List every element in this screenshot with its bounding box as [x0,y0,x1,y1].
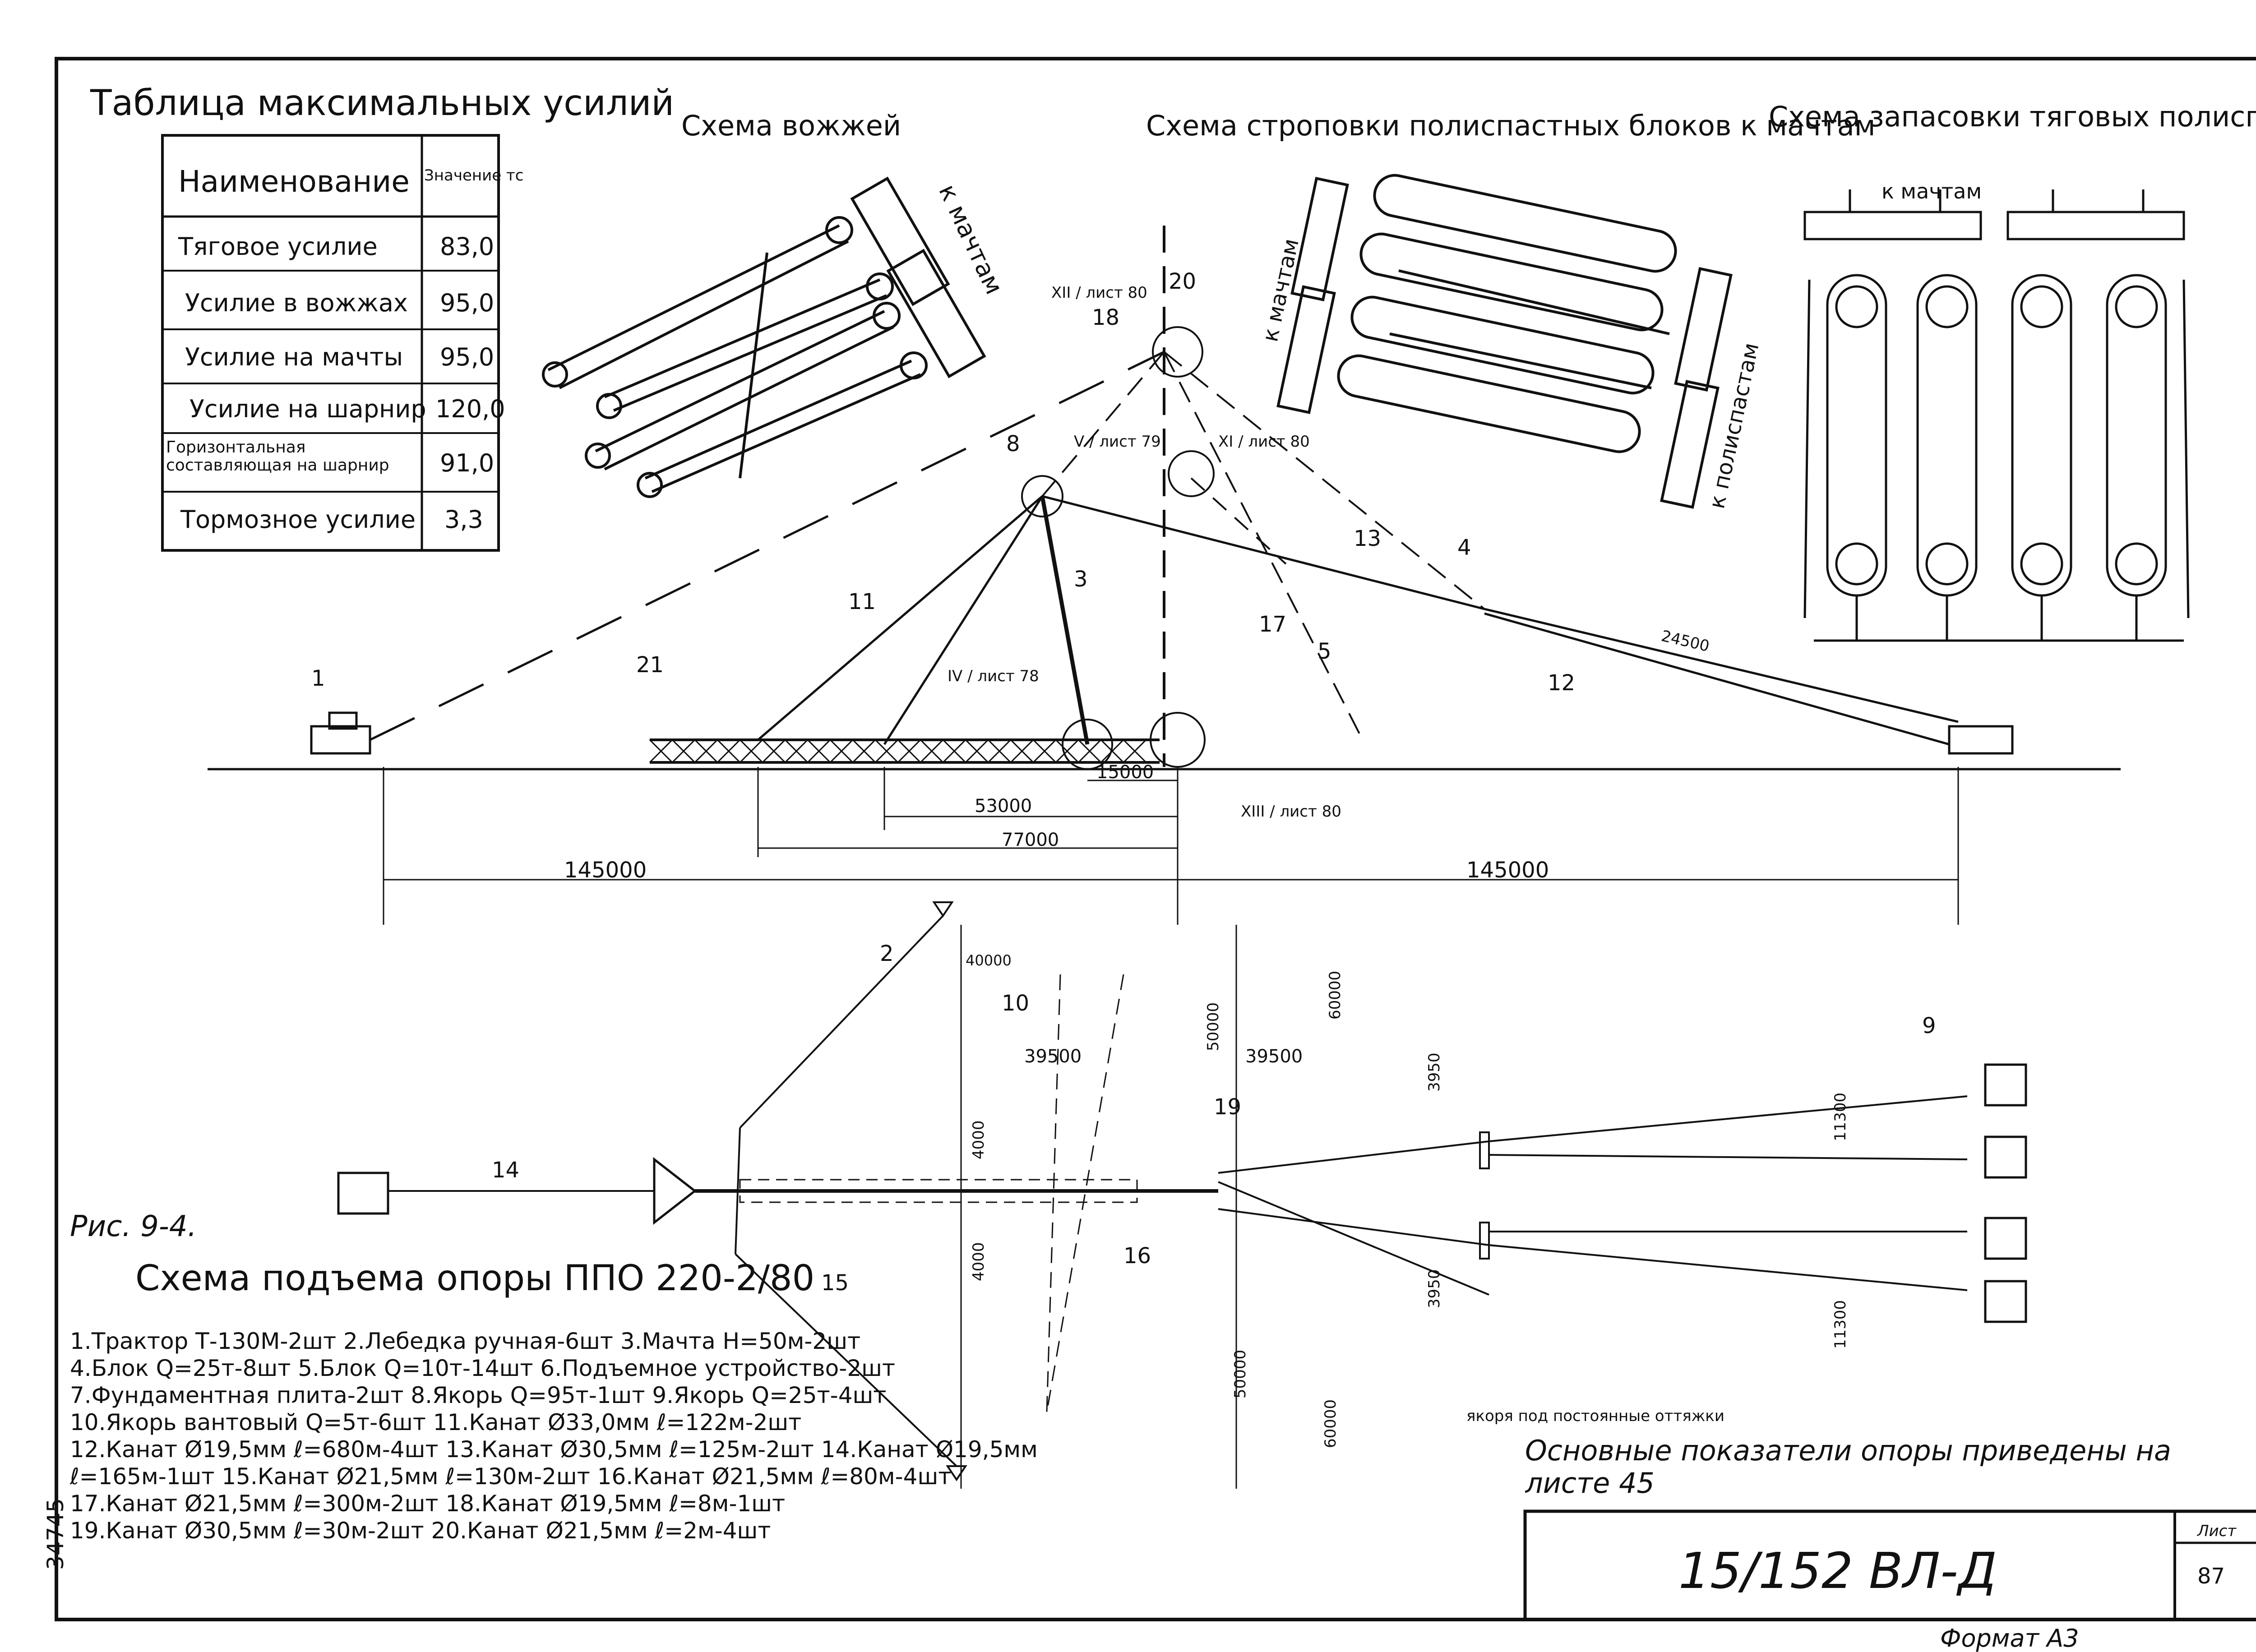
table-header-name: Наименование [178,164,410,199]
callout: 12 [1548,670,1575,696]
table-row-value: 83,0 [440,232,494,261]
dim-53000: 53000 [975,796,1032,817]
to-masts-label-2: к мачтам [1257,236,1304,344]
callout: 20 [1169,269,1196,294]
callout: 8 [1006,431,1020,457]
dim-3950-b: 3950 [1425,1269,1443,1308]
reference-note: Основные показатели опоры приведены на л… [1525,1435,2172,1500]
table-row-value: 95,0 [440,343,494,371]
dim-11300-a: 11300 [1831,1093,1849,1141]
legend-line: 19.Канат Ø30,5мм ℓ=30м-2шт 20.Канат Ø21,… [70,1518,771,1544]
legend-line: 1.Трактор Т-130М-2шт 2.Лебедка ручная-6ш… [70,1328,860,1354]
callout: 21 [636,652,664,678]
callout: 10 [1002,991,1029,1016]
ref-xiii: XIII / лист 80 [1241,803,1341,821]
to-pulley-label: к полиспастам [1704,341,1764,511]
ref-xi: XI / лист 80 [1218,433,1310,451]
callout: 13 [1354,526,1381,551]
sheet-format: Формат А3 [1940,1624,2079,1652]
dim-50000-a: 50000 [1204,1002,1222,1051]
dim-4000-b: 4000 [970,1242,988,1281]
title-block: 15/152 ВЛ-Д Лист 87 [1523,1509,2256,1621]
legend-line: ℓ=165м-1шт 15.Канат Ø21,5мм ℓ=130м-2шт 1… [69,1463,951,1490]
dim-145000-right: 145000 [1466,858,1549,883]
callouts: 1 2 3 4 5 8 9 10 11 12 13 14 15 16 17 18… [311,269,1936,1296]
anchors-note: якоря под постоянные оттяжки [1466,1407,1724,1425]
dim-77000: 77000 [1002,830,1059,850]
drawing-code: 15/152 ВЛ-Д [1678,1542,1997,1600]
callout: 11 [848,589,876,614]
to-masts-label-3: к мачтам [1882,179,1982,203]
figure-caption: Рис. 9-4. [70,1210,197,1243]
reeving-scheme-title: Схема запасовки тяговых полиспастов [1769,100,2256,133]
callout: 1 [311,666,325,691]
table-row-value: 3,3 [444,505,483,534]
table-header-value: Значение тс [424,166,523,185]
table-row-value: 120,0 [435,395,505,423]
sheet-number: 87 [2197,1564,2225,1589]
archive-number: 34745 [42,1498,69,1570]
reins-scheme-title: Схема вожжей [681,109,901,142]
legend-line: 12.Канат Ø19,5мм ℓ=680м-4шт 13.Канат Ø30… [70,1436,1038,1463]
reins-scheme [542,176,986,498]
plan-view [337,901,2027,1489]
ref-xii: XII / лист 80 [1051,284,1147,302]
dim-3950-a: 3950 [1425,1052,1443,1092]
dim-24500: 24500 [1660,627,1711,655]
dim-60000-a: 60000 [1326,971,1344,1020]
callout: 17 [1259,612,1286,637]
dim-11300-b: 11300 [1831,1300,1849,1349]
sheet-frame [55,57,2256,1621]
dim-15000: 15000 [1096,762,1154,783]
dim-50000-b: 50000 [1231,1350,1249,1398]
ref-iv: IV / лист 78 [948,667,1039,685]
sheet-label: Лист [2196,1522,2237,1540]
legend-line: 17.Канат Ø21,5мм ℓ=300м-2шт 18.Канат Ø19… [70,1490,785,1517]
callout: 18 [1092,305,1119,330]
dim-39500-right: 39500 [1245,1046,1303,1067]
elevation-view [208,226,2121,925]
callout: 14 [492,1158,519,1183]
table-row-value: 91,0 [440,449,494,477]
callout: 3 [1074,567,1088,592]
to-masts-label: к мачтам [933,180,1008,299]
rigging-scheme [1276,174,1733,509]
table-row-name: Тяговое усилие [178,232,378,261]
legend: 1.Трактор Т-130М-2шт 2.Лебедка ручная-6ш… [69,1328,1038,1544]
table-row-name: Усилие на мачты [185,343,403,371]
dim-39500-left: 39500 [1024,1046,1082,1067]
callout: 19 [1214,1094,1241,1120]
rigging-scheme-title: Схема строповки полиспастных блоков к ма… [1146,109,1876,142]
ref-v: V / лист 79 [1074,433,1161,451]
forces-table: Таблица максимальных усилий Наименование… [90,83,674,552]
callout: 5 [1318,639,1331,664]
forces-table-title: Таблица максимальных усилий [90,83,674,124]
callout: 16 [1123,1243,1151,1269]
reeving-scheme [1803,189,2190,642]
legend-line: 7.Фундаментная плита-2шт 8.Якорь Q=95т-1… [70,1382,886,1408]
table-row-value: 95,0 [440,289,494,317]
dim-60000-b: 60000 [1322,1399,1340,1448]
dim-4000-a: 4000 [970,1120,988,1159]
table-row-name: Усилие в вожжах [185,289,408,317]
table-row-name: Тормозное усилие [180,505,416,534]
main-title: Схема подъема опоры ППО 220-2/80 [135,1258,814,1299]
callout: 4 [1457,535,1471,560]
callout: 15 [821,1270,849,1296]
dim-145000-left: 145000 [564,858,647,883]
legend-line: 4.Блок Q=25т-8шт 5.Блок Q=10т-14шт 6.Под… [70,1355,895,1381]
table-row-name: Горизонтальная составляющая на шарнир [166,438,389,475]
callout: 9 [1922,1013,1936,1038]
callout: 2 [880,941,894,966]
legend-line: 10.Якорь вантовый Q=5т-6шт 11.Канат Ø33,… [70,1409,801,1435]
dim-40000: 40000 [966,952,1012,969]
table-row-name: Усилие на шарнир [190,395,426,423]
